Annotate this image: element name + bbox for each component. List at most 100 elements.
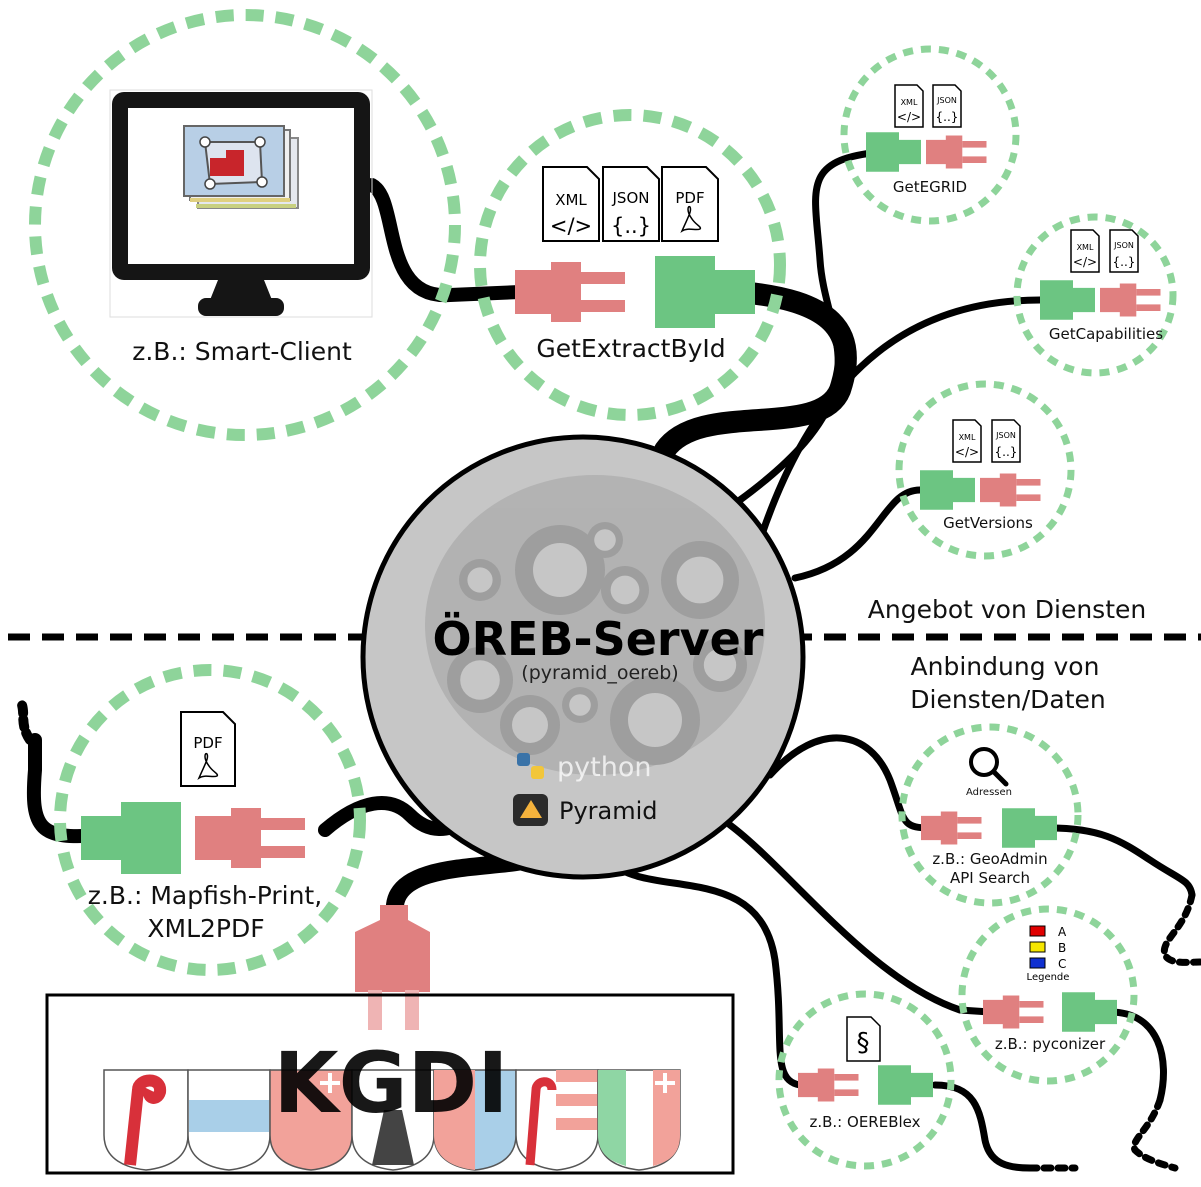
legend-item-a: A [1058,925,1067,939]
svg-text:</>: </> [897,110,921,124]
service-get-extract-by-id: XML </> JSON {..} PDF GetExtractById [515,166,755,363]
json-doc-icon: JSON {..} [602,166,660,242]
capabilities-plug-red [1100,283,1161,317]
xml-doc-icon: XML </> [1070,229,1100,273]
svg-text:XML: XML [1077,243,1094,252]
json-doc-icon: JSON {..} [932,84,962,128]
cable-pyconizer [726,821,994,1016]
section-bottom-label-2: Diensten/Daten [910,685,1106,714]
magnifier-icon [969,747,1009,787]
legend-icon: A B C Legende [1027,925,1070,983]
python-label: python [557,752,651,783]
pyconizer-plug-green [1062,992,1117,1032]
kgdi-frame [45,993,735,1175]
versions-label: GetVersions [943,514,1033,532]
section-top-label: Angebot von Diensten [868,595,1146,624]
svg-text:JSON: JSON [1113,241,1134,250]
connector-oereblex: § z.B.: OEREBlex [798,1016,933,1131]
pdf-doc-icon: PDF [661,166,719,242]
ring-print [54,664,366,976]
pdf-doc-icon: PDF [180,711,236,787]
shield-schaffhausen-icon [269,1069,353,1171]
oereb-server: ÖREB-Server (pyramid_oereb) python Pyram… [360,434,806,880]
versions-plug-green [920,470,975,510]
paragraph-doc-icon: § [846,1016,881,1062]
geoadmin-label-2: API Search [950,869,1030,887]
svg-text:{..}: {..} [1113,255,1136,269]
extract-plug-red [515,262,625,322]
ring-client [29,9,461,441]
oereblex-plug-green [878,1065,933,1105]
cable-pyconizer-out [1106,1008,1167,1104]
svg-text:XML: XML [901,98,918,107]
python-logo [517,753,544,779]
ring-extract [474,109,786,421]
xml-doc-icon: XML </> [952,419,982,463]
client-label: z.B.: Smart-Client [132,337,352,366]
cable-pyconizer-dash [1130,1096,1179,1172]
pyramid-label: Pyramid [559,797,658,825]
pyconizer-label: z.B.: pyconizer [995,1035,1106,1053]
map-icon [183,125,299,209]
geoadmin-label-1: z.B.: GeoAdmin [932,850,1047,868]
kgdi-plug-red [355,905,430,1030]
pyramid-logo [513,794,548,826]
cable-versions [791,486,924,582]
legend-item-b: B [1058,941,1066,955]
print-plug-red [195,808,305,868]
egrid-label: GetEGRID [893,178,967,196]
coat-of-arms-row [103,1069,681,1171]
oereblex-plug-red [798,1068,859,1102]
ring-geoadmin [898,723,1082,907]
cable-geoadmin-dash [1160,891,1201,966]
cable-egrid [736,148,884,504]
service-get-egrid: XML </> JSON {..} GetEGRID [866,84,987,196]
svg-text:XML: XML [959,433,976,442]
geoadmin-plug-red [921,811,982,845]
svg-text:PDF: PDF [675,189,704,207]
kgdi-title: KGDI [273,1034,508,1132]
capabilities-plug-green [1040,280,1095,320]
service-get-versions: XML </> JSON {..} GetVersions [920,419,1041,532]
svg-text:{..}: {..} [995,445,1018,459]
ring-oereblex [775,990,955,1170]
cables [17,148,1201,1172]
svg-text:JSON: JSON [612,189,650,207]
json-doc-icon: JSON {..} [991,419,1021,463]
extract-label: GetExtractById [536,334,725,363]
cable-print-left [26,733,107,844]
versions-plug-red [980,473,1041,507]
svg-text:JSON: JSON [936,96,957,105]
ring-egrid [840,45,1020,225]
extract-plug-green [655,256,755,328]
server-subtitle: (pyramid_oereb) [521,662,678,684]
svg-text:PDF: PDF [193,734,222,752]
svg-text:</>: </> [550,214,592,238]
cable-offscreen-left [17,700,35,745]
cable-oereblex [606,858,804,1089]
ring-pyconizer [958,905,1138,1085]
svg-text:{..}: {..} [936,110,959,124]
print-label-1: z.B.: Mapfish-Print, [88,881,322,910]
egrid-plug-red [926,135,987,169]
connector-geoadmin: Adressen z.B.: GeoAdmin API Search [921,747,1057,887]
ring-capabilities [1013,213,1177,377]
server-title: ÖREB-Server [433,612,764,666]
kgdi-block: KGDI [45,905,735,1175]
section-bottom-label-1: Anbindung von [911,652,1100,681]
geoadmin-icon-label: Adressen [966,787,1012,798]
legend-title: Legende [1027,972,1070,983]
smart-client: z.B.: Smart-Client [109,89,373,366]
cable-capabilities [756,296,1044,544]
xml-doc-icon: XML </> [542,166,600,242]
gears-icon [425,475,765,775]
service-get-capabilities: XML </> JSON {..} GetCapabilities [1040,229,1163,343]
print-plug-green [81,802,181,874]
svg-text:{..}: {..} [611,214,651,238]
connector-print: PDF z.B.: Mapfish-Print, XML2PDF [81,711,322,943]
pyconizer-plug-red [983,995,1044,1029]
svg-text:XML: XML [555,191,587,209]
svg-text:§: § [857,1028,870,1058]
shield-basel-land-icon [103,1069,189,1171]
cable-geoadmin [766,734,934,832]
